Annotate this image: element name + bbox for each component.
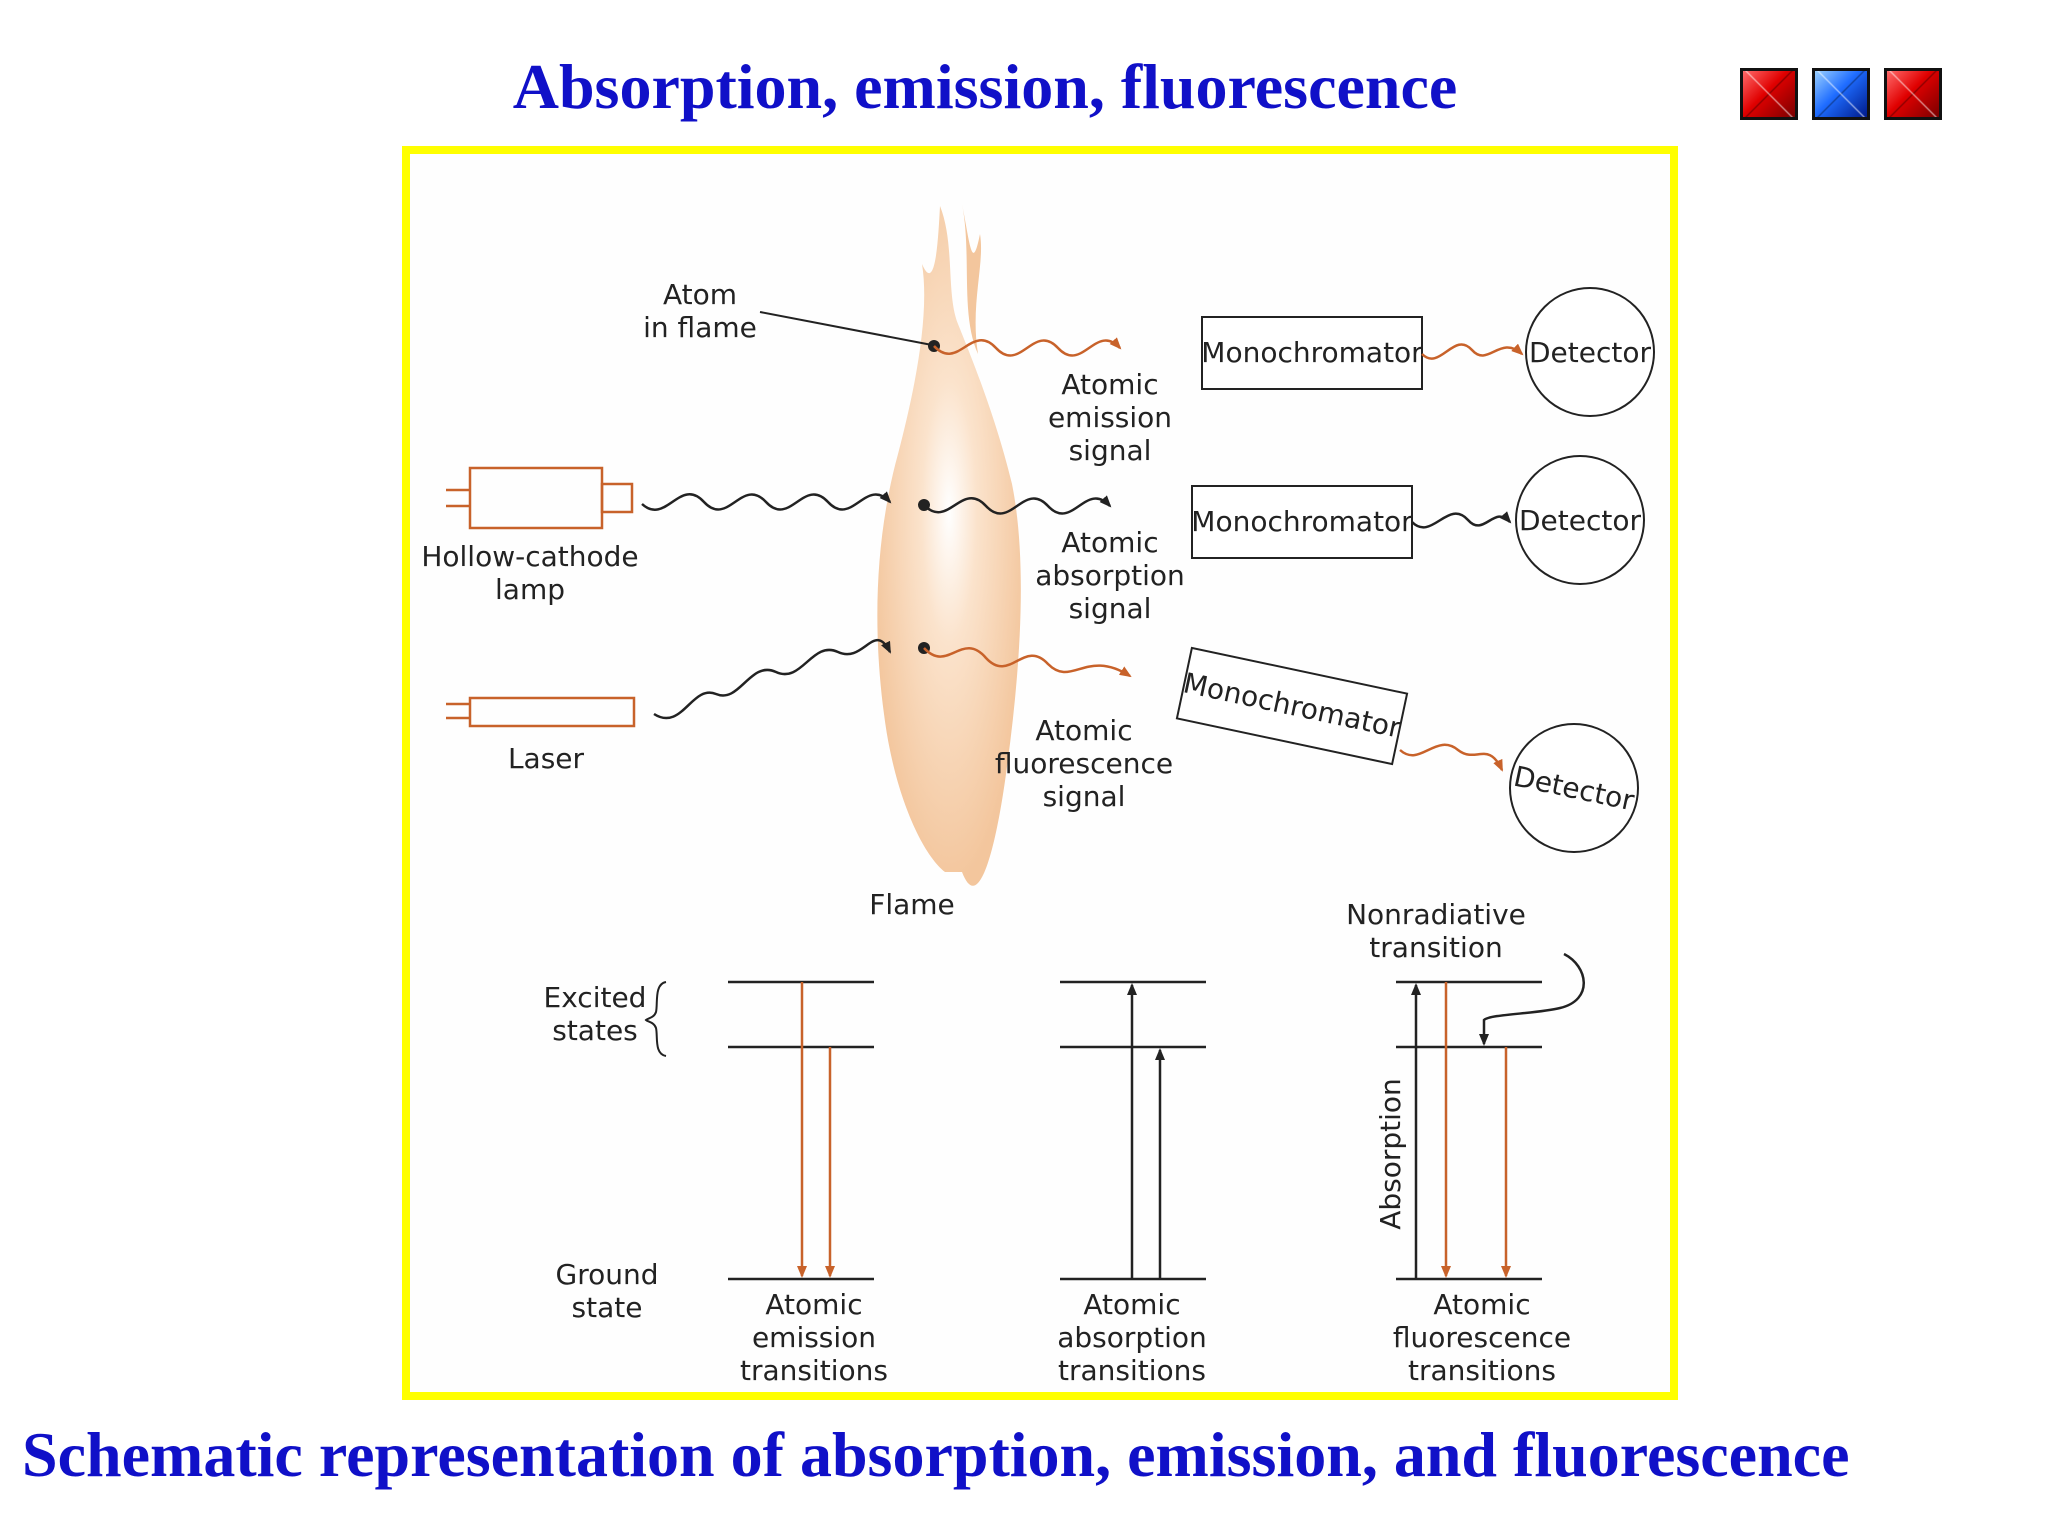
laser-icon: [446, 696, 636, 728]
fluorescence-path: Monochromator Detector Laser Atomic fluo…: [446, 638, 1639, 853]
fluorescence-transitions-line2: fluorescence: [1393, 1321, 1571, 1354]
monochromator-box: [1175, 646, 1409, 766]
absorption-signal-line1: Atomic: [1061, 526, 1158, 559]
absorption-transitions-line3: transitions: [1058, 1354, 1206, 1387]
monochromator-label: Monochromator: [1191, 505, 1413, 538]
atom-label-line2: in flame: [643, 311, 757, 344]
absorption-level-diagram: Atomic absorption transitions: [1057, 980, 1207, 1387]
lamp-label-line2: lamp: [495, 573, 565, 606]
flame-shape: [877, 204, 1021, 886]
absorption-path: Monochromator Detector Hollow-cathode la…: [421, 455, 1645, 625]
emission-transitions-line1: Atomic: [765, 1288, 862, 1321]
excited-states-line2: states: [552, 1014, 638, 1047]
ground-state-line1: Ground: [556, 1258, 659, 1291]
fluorescence-transitions-line1: Atomic: [1433, 1288, 1530, 1321]
energy-levels: Excited states Ground state Atomic emiss…: [544, 898, 1585, 1387]
detector-circle: [1525, 287, 1655, 417]
absorption-axis-label: Absorption: [1374, 1078, 1407, 1230]
detector-label: Detector: [1529, 336, 1651, 369]
nav-home-button[interactable]: [1812, 68, 1870, 120]
navigation-buttons: [1740, 68, 1942, 120]
fluorescence-signal-line2: fluorescence: [995, 747, 1173, 780]
detector-circle: [1515, 455, 1645, 585]
spectroscopy-diagram: Monochromator Detector Atom in flame Ato…: [421, 204, 1655, 1387]
emission-transitions-line2: emission: [752, 1321, 876, 1354]
atom-pointer-line: [759, 311, 933, 346]
emission-level-diagram: Atomic emission transitions: [728, 980, 888, 1387]
emission-signal-line3: signal: [1069, 434, 1152, 467]
nonradiative-line1: Nonradiative: [1346, 898, 1526, 931]
ground-state-line2: state: [572, 1291, 643, 1324]
flame-label: Flame: [869, 888, 955, 921]
nonradiative-arrow: [1479, 952, 1585, 1046]
fluorescence-transitions-line3: transitions: [1408, 1354, 1556, 1387]
laser-label: Laser: [508, 742, 585, 775]
hollow-cathode-lamp-icon: [446, 466, 634, 530]
lamp-label-line1: Hollow-cathode: [421, 540, 638, 573]
fluorescence-level-diagram: Nonradiative transition Absorption Atomi…: [1346, 898, 1585, 1387]
nav-next-button[interactable]: [1884, 68, 1942, 120]
figure-frame: Monochromator Detector Atom in flame Ato…: [402, 146, 1678, 1400]
detector-circle: [1509, 723, 1639, 853]
excited-states-line1: Excited: [544, 981, 647, 1014]
nav-previous-button[interactable]: [1740, 68, 1798, 120]
fluorescence-signal-line1: Atomic: [1035, 714, 1132, 747]
emission-path: Monochromator Detector Atom in flame Ato…: [643, 278, 1655, 467]
monochromator-box: [1191, 485, 1413, 559]
absorption-signal-line2: absorption: [1035, 559, 1185, 592]
atom-label-line1: Atom: [663, 278, 737, 311]
detector-label: Detector: [1519, 504, 1641, 537]
emission-transitions-line3: transitions: [740, 1354, 888, 1387]
slide-caption: Schematic representation of absorption, …: [22, 1419, 1850, 1490]
slide-title: Absorption, emission, fluorescence: [512, 51, 1458, 122]
emission-signal-line1: Atomic: [1061, 368, 1158, 401]
monochromator-label: Monochromator: [1201, 336, 1423, 369]
emission-signal-line2: emission: [1048, 401, 1172, 434]
fluorescence-signal-line3: signal: [1043, 780, 1126, 813]
absorption-transitions-line2: absorption: [1057, 1321, 1207, 1354]
absorption-signal-line3: signal: [1069, 592, 1152, 625]
excited-states-brace: [644, 981, 667, 1057]
absorption-transitions-line1: Atomic: [1083, 1288, 1180, 1321]
monochromator-box: [1201, 316, 1423, 390]
nonradiative-line2: transition: [1369, 931, 1502, 964]
